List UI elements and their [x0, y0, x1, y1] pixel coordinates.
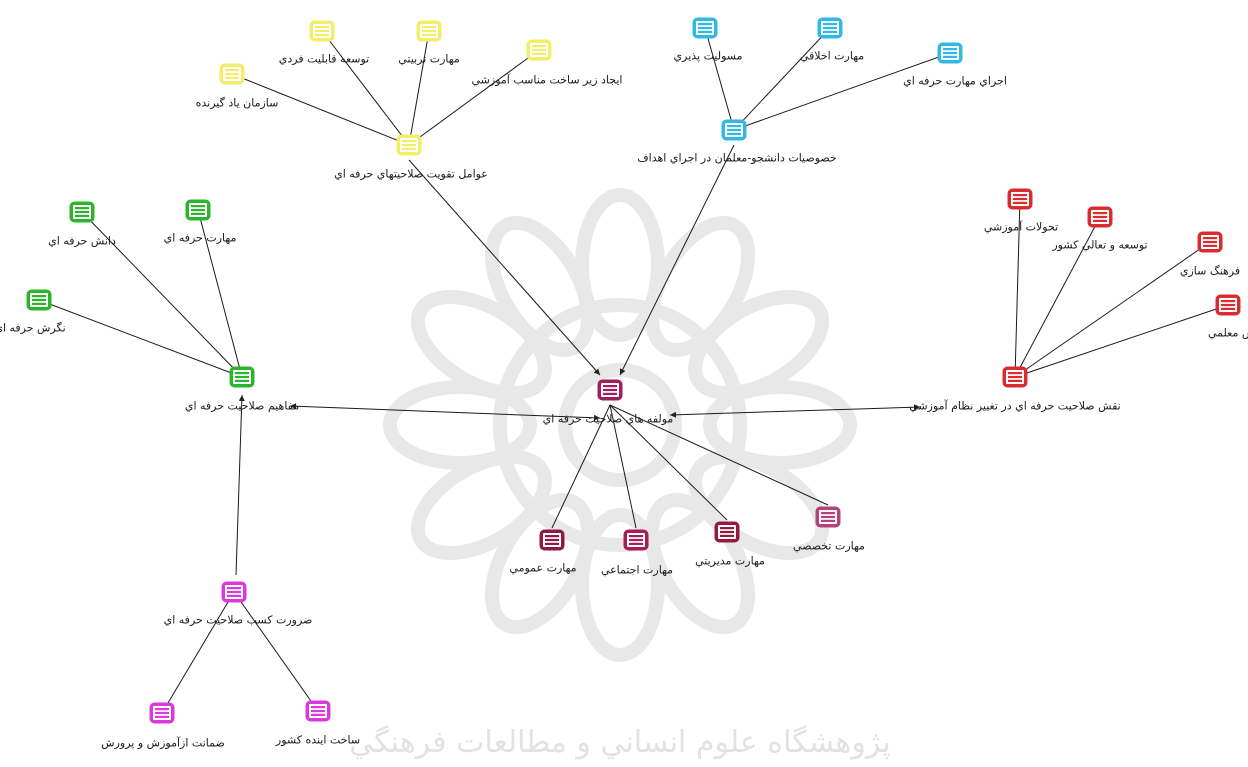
- green-item-label: دانش حرفه اي: [48, 234, 116, 248]
- yellow-hub-label: عوامل تقويت صلاحيتهاي حرفه اي: [334, 167, 488, 181]
- green-item-label: نگرش حرفه اي: [0, 321, 66, 335]
- magenta-item-node-icon[interactable]: [304, 699, 332, 723]
- red-item-node-icon[interactable]: [1214, 293, 1242, 317]
- red-hub-label: نقش صلاحيت حرفه اي در تغيير نظام آموزشي: [909, 399, 1121, 413]
- green-item-label: مهارت حرفه اي: [163, 231, 237, 245]
- red-item-label: توسعه و تعالي كشور: [1052, 238, 1148, 252]
- magenta-item-label: ضمانت ازآموزش و پرورش: [101, 736, 225, 750]
- cyan-hub-node-icon[interactable]: [720, 118, 748, 142]
- connector-line: [619, 144, 735, 376]
- connector-line: [1014, 216, 1101, 378]
- magenta-hub-label: ضرورت كسب صلاحيت حرفه اي: [163, 613, 313, 627]
- connector-line: [231, 73, 410, 146]
- cyan-item-node-icon[interactable]: [691, 16, 719, 40]
- crimson-item-node-icon[interactable]: [622, 528, 650, 552]
- green-item-node-icon[interactable]: [25, 288, 53, 312]
- cyan-item-label: مسوليت پذيري: [673, 49, 743, 63]
- cyan-item-label: اجراي مهارت حرفه اي: [903, 74, 1007, 88]
- connector-line: [289, 403, 601, 421]
- yellow-item-label: ايجاد زير ساخت مناسب آموزشي: [471, 73, 623, 87]
- green-hub-label: مفاهيم صلاحيت حرفه اي: [184, 399, 300, 413]
- cyan-hub-label: خصوصيات دانشجو-معلمان در اجراي اهداف: [637, 151, 837, 165]
- connector-line: [38, 299, 243, 378]
- watermark-text: پژوهشگاه علوم انساني و مطالعات فرهنگي: [349, 725, 891, 760]
- yellow-item-node-icon[interactable]: [415, 19, 443, 43]
- connector-line: [609, 404, 829, 506]
- connector-line: [704, 27, 735, 131]
- magenta-item-label: ساخت اينده كشور: [275, 733, 361, 747]
- crimson-item-label: مهارت اجتماعي: [600, 563, 674, 577]
- connector-line: [609, 404, 728, 521]
- central-node-icon[interactable]: [596, 378, 624, 402]
- crimson-item-label: مهارت مديريتي: [695, 554, 765, 568]
- magenta-hub-node-icon[interactable]: [220, 580, 248, 604]
- connector-line: [669, 404, 921, 418]
- connector-line: [609, 404, 637, 529]
- yellow-item-node-icon[interactable]: [308, 19, 336, 43]
- crimson-item-node-icon[interactable]: [814, 505, 842, 529]
- connector-line: [81, 211, 243, 378]
- red-hub-node-icon[interactable]: [1001, 365, 1029, 389]
- yellow-hub-node-icon[interactable]: [395, 133, 423, 157]
- yellow-item-label: سازمان ياد گيرنده: [195, 96, 279, 110]
- connector-line: [733, 52, 951, 131]
- cyan-item-node-icon[interactable]: [816, 16, 844, 40]
- red-item-label: تحولات آموزشي: [983, 220, 1059, 234]
- yellow-item-label: مهارت تربيتي: [398, 52, 460, 66]
- connector-line: [1014, 304, 1229, 378]
- connector-line: [321, 30, 410, 146]
- connector-line: [233, 591, 319, 712]
- yellow-item-label: توسعه قابليت فردي: [278, 52, 370, 66]
- crimson-item-label: مهارت تخصصي: [793, 539, 865, 553]
- green-hub-node-icon[interactable]: [228, 365, 256, 389]
- red-item-node-icon[interactable]: [1196, 230, 1224, 254]
- red-item-node-icon[interactable]: [1086, 205, 1114, 229]
- green-item-node-icon[interactable]: [68, 200, 96, 224]
- connector-line: [408, 49, 540, 146]
- connector-line: [1014, 198, 1021, 378]
- connector-line: [733, 27, 831, 131]
- connector-line: [408, 30, 430, 146]
- connector-line: [1014, 241, 1211, 378]
- yellow-item-node-icon[interactable]: [218, 62, 246, 86]
- red-item-label: فرهنگ سازي: [1179, 264, 1241, 278]
- crimson-item-label: مهارت عمومي: [509, 561, 577, 575]
- connector-line: [551, 404, 611, 529]
- red-item-label: تغيير نقش معلمي: [1208, 326, 1248, 340]
- connector-line: [235, 394, 245, 576]
- cyan-item-label: مهارت اخلاقي: [799, 49, 865, 63]
- crimson-item-node-icon[interactable]: [538, 528, 566, 552]
- magenta-item-node-icon[interactable]: [148, 701, 176, 725]
- connector-line: [408, 159, 601, 376]
- connector-line: [197, 209, 243, 378]
- central-node-label: مولفه هاي صلاحيت حرفه اي: [542, 412, 674, 426]
- green-item-node-icon[interactable]: [184, 198, 212, 222]
- connector-line: [161, 591, 235, 714]
- crimson-item-node-icon[interactable]: [713, 520, 741, 544]
- cyan-item-node-icon[interactable]: [936, 41, 964, 65]
- yellow-item-node-icon[interactable]: [525, 38, 553, 62]
- red-item-node-icon[interactable]: [1006, 187, 1034, 211]
